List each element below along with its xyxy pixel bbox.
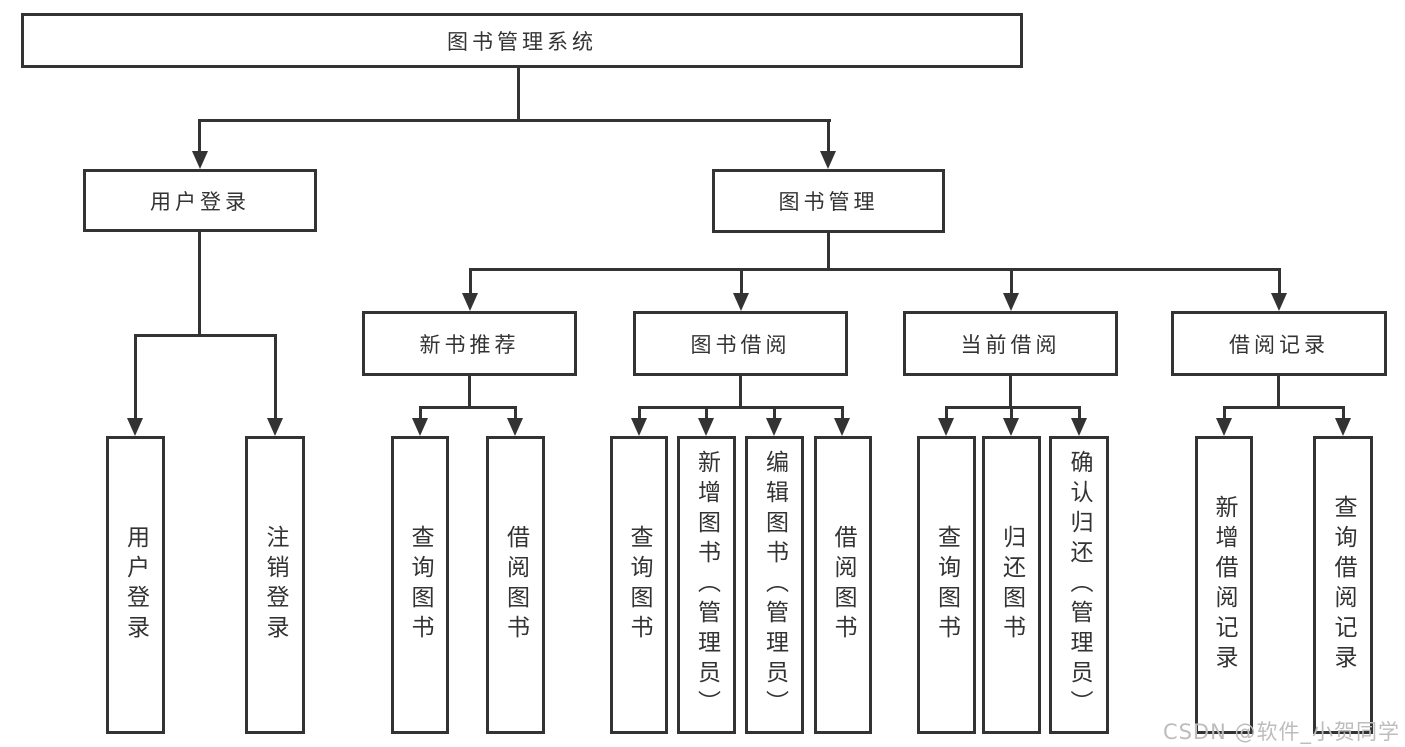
leaf-query-books-newbook: 查询图书 bbox=[391, 436, 449, 734]
arrow-down-icon bbox=[938, 418, 954, 436]
leaf-query-borrow-record: 查询借阅记录 bbox=[1313, 436, 1373, 734]
leaf-add-books-admin: 新增图书（管理员） bbox=[677, 436, 736, 734]
arrow-down-icon bbox=[1335, 418, 1351, 436]
node-label: 图书管理系统 bbox=[447, 29, 597, 54]
node-label: 注销登录 bbox=[262, 525, 288, 645]
leaf-add-borrow-record: 新增借阅记录 bbox=[1195, 436, 1253, 734]
node-user-login: 用户登录 bbox=[83, 169, 317, 232]
node-label: 图书管理 bbox=[778, 190, 879, 214]
node-label: 编辑图书（管理员） bbox=[761, 450, 788, 720]
node-label: 用户登录 bbox=[150, 189, 250, 214]
arrow-down-icon bbox=[267, 418, 283, 436]
leaf-confirm-return-admin: 确认归还（管理员） bbox=[1049, 436, 1109, 734]
connector-line bbox=[469, 268, 1281, 271]
node-label: 查询借阅记录 bbox=[1330, 495, 1356, 675]
leaf-edit-books-admin: 编辑图书（管理员） bbox=[745, 436, 804, 734]
arrow-down-icon bbox=[1003, 293, 1019, 311]
node-label: 查询图书 bbox=[933, 525, 960, 645]
node-label: 查询图书 bbox=[626, 525, 652, 645]
connector-line bbox=[514, 406, 517, 420]
arrow-down-icon bbox=[766, 418, 782, 436]
connector-line bbox=[1277, 376, 1280, 408]
node-label: 借阅图书 bbox=[502, 525, 529, 645]
connector-line bbox=[469, 268, 472, 294]
arrow-down-icon bbox=[1271, 293, 1287, 311]
connector-line bbox=[841, 406, 844, 420]
node-label: 当前借阅 bbox=[960, 332, 1061, 357]
connector-line bbox=[419, 406, 422, 420]
node-label: 图书借阅 bbox=[690, 332, 791, 357]
arrow-down-icon bbox=[412, 418, 428, 436]
connector-line bbox=[1223, 406, 1345, 409]
connector-line bbox=[827, 233, 830, 271]
connector-line bbox=[198, 119, 201, 152]
connector-line bbox=[1278, 268, 1281, 294]
connector-line bbox=[827, 119, 830, 152]
connector-line bbox=[517, 68, 520, 120]
node-library-management-system: 图书管理系统 bbox=[21, 13, 1023, 68]
connector-line bbox=[1009, 376, 1012, 408]
node-label: 确认归还（管理员） bbox=[1066, 450, 1092, 720]
connector-line bbox=[1010, 406, 1013, 420]
node-label: 借阅图书 bbox=[830, 525, 856, 645]
arrow-down-icon bbox=[631, 418, 647, 436]
leaf-borrow-books-newbook: 借阅图书 bbox=[486, 436, 545, 734]
connector-line bbox=[739, 376, 742, 408]
node-label: 查询图书 bbox=[407, 525, 433, 645]
connector-line bbox=[773, 406, 776, 420]
connector-line bbox=[134, 334, 137, 419]
arrow-down-icon bbox=[733, 293, 749, 311]
connector-line bbox=[198, 119, 831, 122]
leaf-borrow-books-borrowing: 借阅图书 bbox=[814, 436, 872, 734]
connector-line bbox=[945, 406, 948, 420]
arrow-down-icon bbox=[1216, 418, 1232, 436]
connector-line bbox=[1010, 268, 1013, 294]
arrow-down-icon bbox=[1071, 418, 1087, 436]
arrow-down-icon bbox=[127, 418, 143, 436]
leaf-return-books: 归还图书 bbox=[982, 436, 1041, 734]
connector-line bbox=[198, 232, 201, 336]
connector-line bbox=[274, 334, 277, 419]
connector-line bbox=[419, 406, 517, 409]
node-book-borrowing: 图书借阅 bbox=[633, 311, 848, 376]
arrow-down-icon bbox=[1003, 418, 1019, 436]
node-borrowing-records: 借阅记录 bbox=[1171, 311, 1387, 376]
node-label: 新增图书（管理员） bbox=[693, 450, 720, 720]
node-label: 借阅记录 bbox=[1229, 332, 1329, 357]
leaf-query-books-borrowing: 查询图书 bbox=[610, 436, 668, 734]
arrow-down-icon bbox=[192, 151, 208, 169]
arrow-down-icon bbox=[462, 293, 478, 311]
connector-line bbox=[705, 406, 708, 420]
leaf-logout: 注销登录 bbox=[245, 436, 305, 734]
connector-line bbox=[1342, 406, 1345, 420]
connector-line bbox=[638, 406, 844, 409]
node-new-book-recommendation: 新书推荐 bbox=[362, 311, 577, 376]
arrow-down-icon bbox=[834, 418, 850, 436]
arrow-down-icon bbox=[698, 418, 714, 436]
connector-line bbox=[638, 406, 641, 420]
node-label: 新书推荐 bbox=[419, 332, 520, 357]
arrow-down-icon bbox=[820, 151, 836, 169]
connector-line bbox=[134, 334, 277, 337]
connector-line bbox=[945, 406, 1081, 409]
node-current-borrowing: 当前借阅 bbox=[903, 311, 1118, 376]
leaf-user-login: 用户登录 bbox=[106, 436, 165, 734]
connector-line bbox=[740, 268, 743, 294]
connector-line bbox=[1078, 406, 1081, 420]
node-label: 新增借阅记录 bbox=[1211, 495, 1237, 675]
connector-line bbox=[468, 376, 471, 408]
leaf-query-books-current: 查询图书 bbox=[917, 436, 976, 734]
watermark-csdn: CSDN @软件_小贺同学 bbox=[1162, 720, 1400, 744]
arrow-down-icon bbox=[507, 418, 523, 436]
node-label: 用户登录 bbox=[122, 525, 149, 645]
connector-line bbox=[1223, 406, 1226, 420]
node-label: 归还图书 bbox=[998, 525, 1025, 645]
node-book-management: 图书管理 bbox=[712, 169, 945, 233]
